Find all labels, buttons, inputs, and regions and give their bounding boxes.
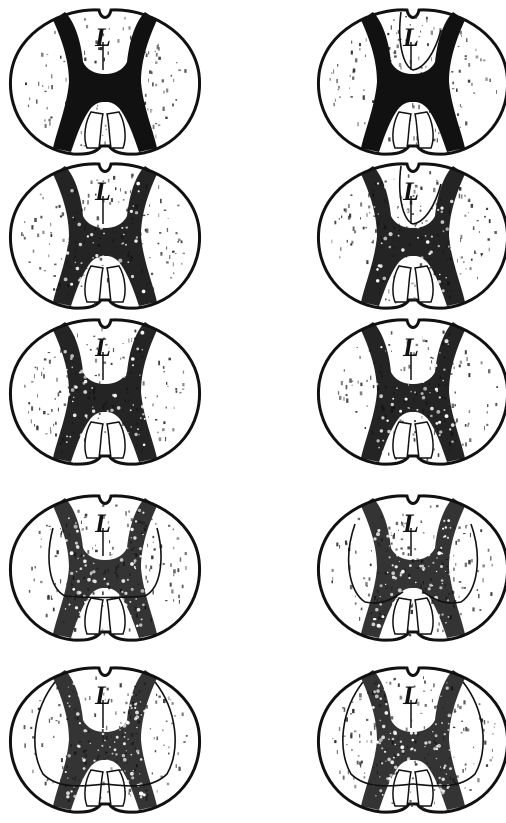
section-label: L (94, 333, 111, 362)
cord-section-r2c2: L (318, 164, 506, 308)
section-label: L (402, 177, 419, 206)
cord-section-r2c1: L (10, 164, 199, 308)
section-label: L (402, 23, 419, 52)
sections-layer: L L L L L L L L L L (10, 10, 506, 812)
section-label: L (94, 177, 111, 206)
section-label: L (402, 333, 419, 362)
cord-section-r3c2: L (318, 320, 506, 464)
cord-section-r1c2: L (318, 10, 506, 154)
section-label: L (94, 23, 111, 52)
cord-section-r5c2: L (318, 668, 506, 812)
section-label: L (94, 681, 111, 710)
cord-section-r5c1: L (10, 668, 199, 812)
cord-section-r4c2: L (318, 496, 506, 640)
cord-section-r4c1: L (10, 496, 199, 640)
cord-section-r1c1: L (10, 10, 199, 154)
section-label: L (94, 509, 111, 538)
section-label: L (402, 681, 419, 710)
cord-section-r3c1: L (10, 320, 199, 464)
section-label: L (402, 509, 419, 538)
